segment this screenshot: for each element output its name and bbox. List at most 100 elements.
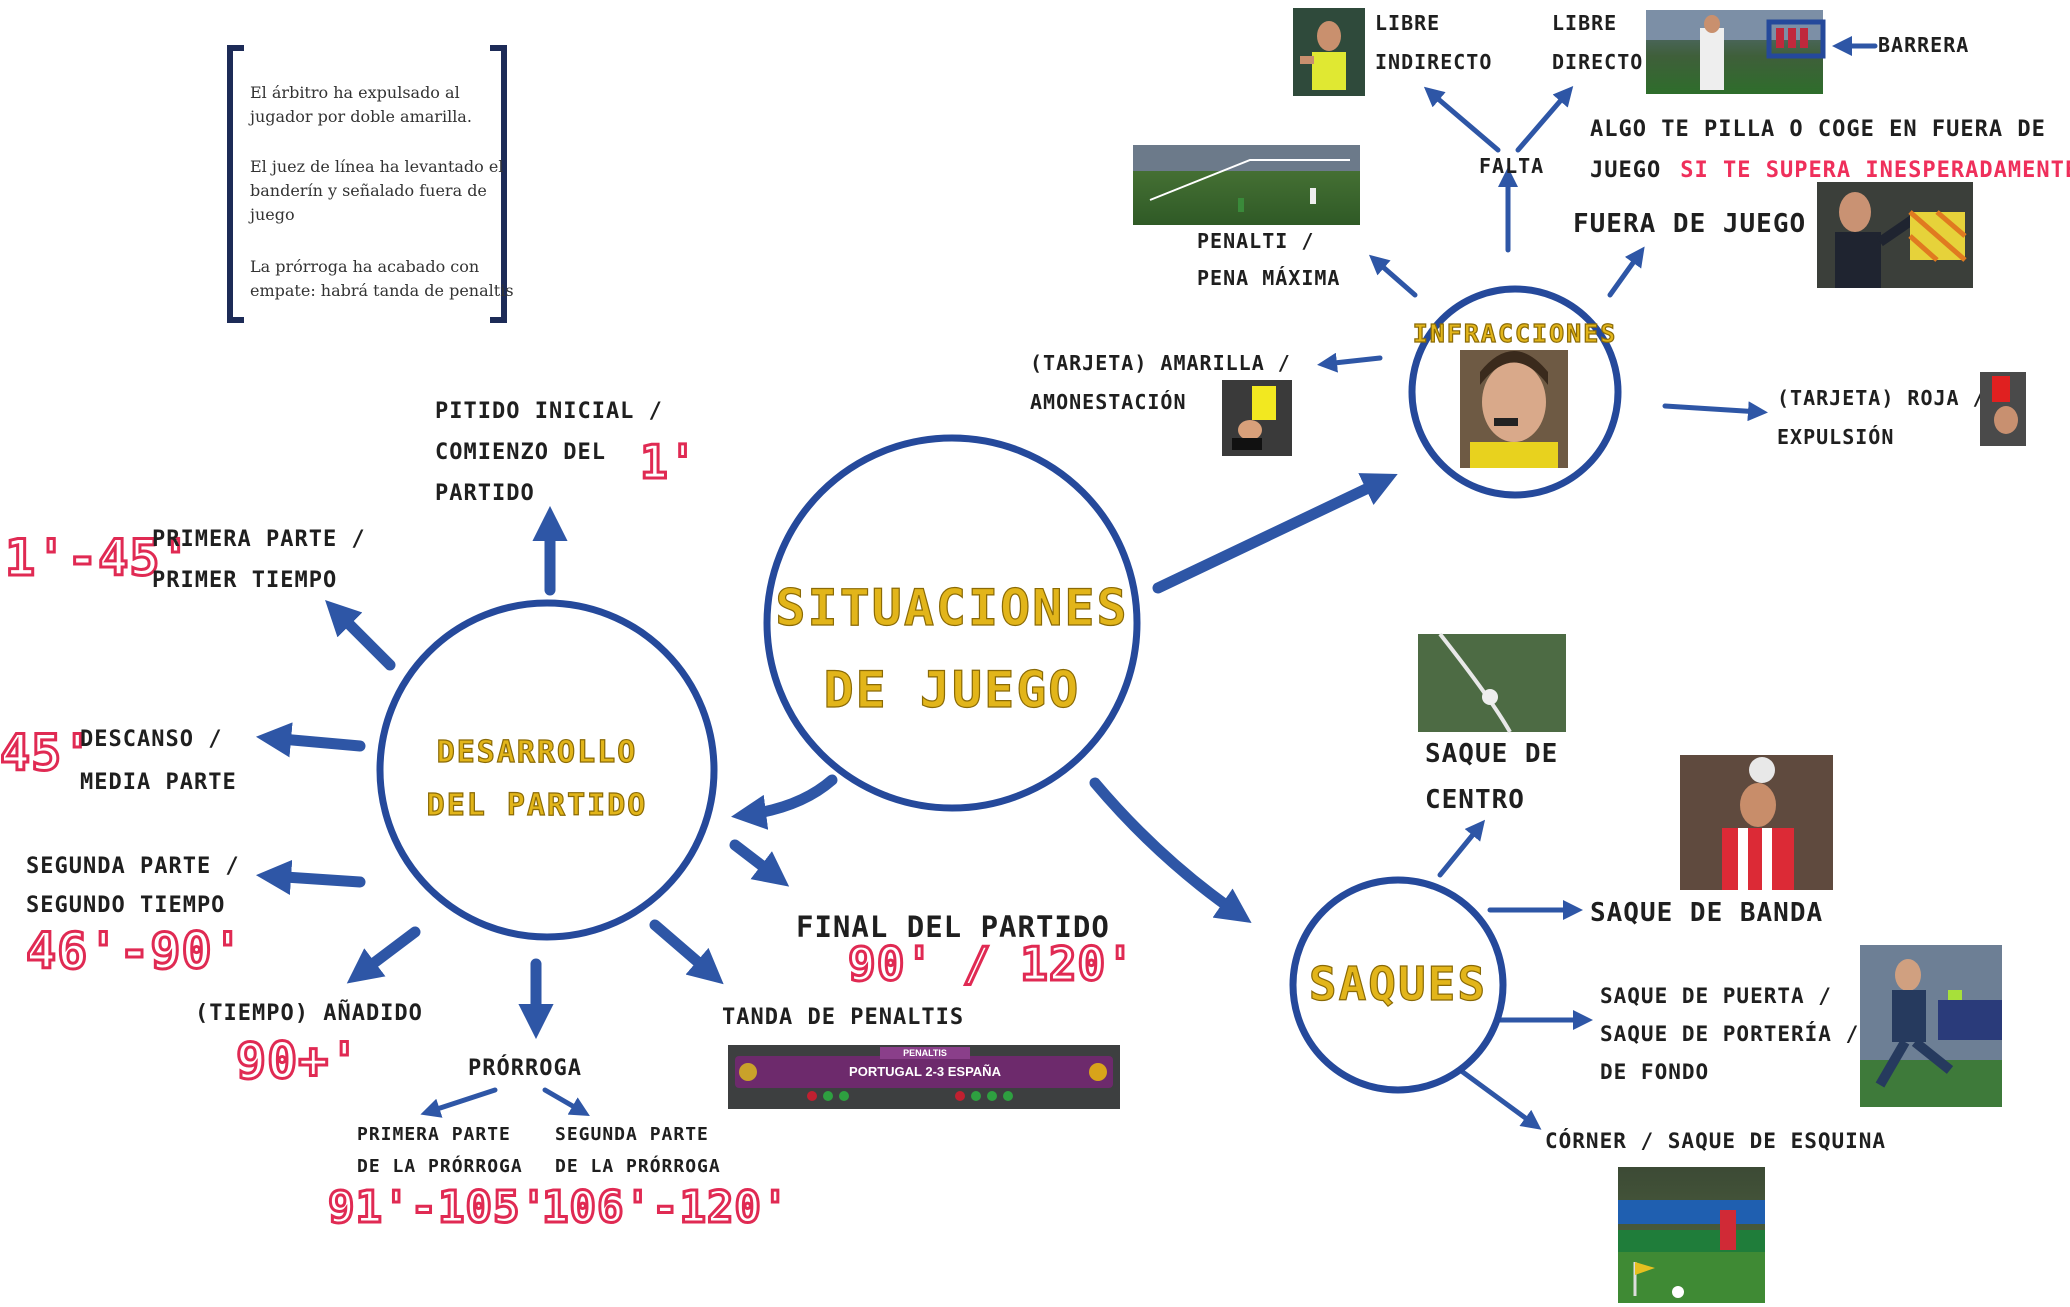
arrow-to-corner: [1457, 1067, 1542, 1130]
saque-puerta-photo: [1860, 945, 2002, 1107]
penalti-photo: [1133, 145, 1360, 225]
notes-box: El árbitro ha expulsado al jugador por d…: [227, 45, 514, 323]
final-label: FINAL DEL PARTIDO: [796, 910, 1110, 944]
descanso-label-1: DESCANSO /: [80, 727, 222, 752]
libre-indirecto-label-1: LIBRE: [1375, 11, 1440, 35]
note-line: jugador por doble amarilla.: [248, 107, 472, 126]
arrow-to-prorroga-2: [542, 1087, 590, 1117]
libre-indirecto-photo: [1293, 8, 1365, 96]
desarrollo-circle[interactable]: [376, 599, 718, 941]
desarrollo-title-1: DESARROLLO: [437, 735, 638, 770]
pitido-label-1: PITIDO INICIAL /: [435, 399, 663, 424]
amarilla-label-1: (TARJETA) AMARILLA /: [1030, 351, 1291, 375]
arrow-to-primera: [325, 600, 396, 671]
fuera-juego-desc-2a: JUEGO: [1590, 158, 1661, 183]
note-line: La prórroga ha acabado con: [250, 257, 479, 276]
corner-label: CÓRNER / SAQUE DE ESQUINA: [1545, 1128, 1886, 1153]
penalti-label-2: PENA MÁXIMA: [1197, 266, 1340, 290]
fuera-juego-desc-2: JUEGO SI TE SUPERA INESPERADAMENTE: [1590, 158, 2070, 183]
note-line: empate: habrá tanda de penaltis: [250, 281, 514, 300]
note-line: El árbitro ha expulsado al: [250, 83, 460, 102]
puerta-label-3: DE FONDO: [1600, 1060, 1709, 1084]
note-line: juego: [248, 205, 295, 224]
arrow-to-desarrollo: [731, 774, 838, 830]
arrow-to-centro: [1437, 819, 1486, 878]
final-time: 90' / 120': [848, 937, 1135, 991]
fuera-juego-photo: [1817, 182, 1973, 288]
arrow-to-roja: [1662, 401, 1768, 422]
tanda-label: TANDA DE PENALTIS: [722, 1005, 964, 1030]
prorroga-2-label-2: DE LA PRÓRROGA: [555, 1155, 721, 1177]
yellow-card-photo: [1222, 380, 1292, 456]
primera-label-2: PRIMER TIEMPO: [152, 568, 337, 593]
arrow-to-saques: [1089, 777, 1252, 923]
primera-label-1: PRIMERA PARTE /: [152, 527, 366, 552]
note-line: El juez de línea ha levantado el: [250, 157, 503, 176]
prorroga-1-time: 91'-105': [328, 1182, 548, 1233]
corner-photo: [1618, 1167, 1765, 1303]
barrera-label: BARRERA: [1878, 33, 1969, 57]
fuera-juego-desc-1: ALGO TE PILLA O COGE EN FUERA DE: [1590, 117, 2046, 142]
arrow-to-penalti: [1368, 254, 1418, 298]
red-card-photo: [1980, 372, 2026, 446]
libre-directo-label-1: LIBRE: [1552, 11, 1617, 35]
infracciones-title: INFRACCIONES: [1413, 319, 1618, 348]
segunda-label-1: SEGUNDA PARTE /: [26, 854, 240, 879]
prorroga-label: PRÓRROGA: [468, 1055, 582, 1081]
saques-title: SAQUES: [1309, 957, 1487, 1011]
centro-label-2: CENTRO: [1425, 785, 1525, 815]
libre-indirecto-label-2: INDIRECTO: [1375, 50, 1492, 74]
note-line: banderín y señalado fuera de: [250, 181, 487, 200]
roja-label-2: EXPULSIÓN: [1777, 425, 1894, 449]
libre-directo-label-2: DIRECTO: [1552, 50, 1643, 74]
descanso-time: 45': [0, 724, 93, 782]
center-circle[interactable]: [763, 434, 1141, 812]
falta-label: FALTA: [1479, 154, 1544, 178]
pitido-label-2: COMIENZO DEL: [435, 440, 606, 465]
scoreboard-header: PENALTIS: [903, 1048, 947, 1058]
desarrollo-title-2: DEL PARTIDO: [427, 788, 648, 823]
primera-time: 1'-45': [5, 529, 192, 587]
arrow-to-fuera-juego: [1607, 246, 1645, 298]
fuera-juego-label: FUERA DE JUEGO: [1573, 209, 1806, 239]
arrow-to-anadido: [346, 926, 421, 984]
fuera-juego-desc-2b: SI TE SUPERA INESPERADAMENTE: [1680, 158, 2070, 183]
roja-label-1: (TARJETA) ROJA /: [1777, 386, 1986, 410]
descanso-label-2: MEDIA PARTE: [80, 770, 237, 795]
puerta-label-1: SAQUE DE PUERTA /: [1600, 984, 1832, 1008]
pitido-label-3: PARTIDO: [435, 481, 535, 506]
arrow-to-segunda: [255, 859, 366, 895]
pitido-time: 1': [640, 435, 697, 489]
banda-label: SAQUE DE BANDA: [1590, 898, 1823, 928]
saque-banda-photo: [1680, 755, 1833, 890]
amarilla-label-2: AMONESTACIÓN: [1030, 390, 1187, 414]
arrow-to-tanda: [649, 919, 724, 985]
prorroga-2-label-1: SEGUNDA PARTE: [555, 1124, 709, 1145]
puerta-label-2: SAQUE DE PORTERÍA /: [1600, 1021, 1859, 1046]
penalty-scoreboard-image: PENALTIS PORTUGAL 2-3 ESPAÑA: [728, 1045, 1120, 1109]
arrow-to-final: [729, 839, 790, 887]
scoreboard-score: PORTUGAL 2-3 ESPAÑA: [849, 1064, 1002, 1079]
center-title-2: DE JUEGO: [824, 661, 1081, 719]
anadido-time: 90+': [236, 1032, 360, 1090]
segunda-label-2: SEGUNDO TIEMPO: [26, 893, 225, 918]
prorroga-1-label-2: DE LA PRÓRROGA: [357, 1155, 523, 1177]
penalti-label-1: PENALTI /: [1197, 229, 1314, 253]
prorroga-1-label-1: PRIMERA PARTE: [357, 1124, 511, 1145]
centro-label-1: SAQUE DE: [1425, 739, 1558, 769]
referee-whistle-photo: [1460, 350, 1568, 468]
arrow-to-infracciones: [1152, 473, 1398, 594]
anadido-label: (TIEMPO) AÑADIDO: [195, 1000, 423, 1026]
saques-circle[interactable]: [1289, 876, 1507, 1094]
libre-directo-photo: [1646, 10, 1826, 94]
prorroga-2-time: 106'-120': [542, 1182, 789, 1233]
arrow-to-libre-indirecto: [1423, 86, 1501, 153]
saque-centro-photo: [1418, 632, 1566, 733]
arrow-to-prorroga-1: [420, 1087, 498, 1118]
arrow-to-amarilla: [1317, 352, 1383, 373]
arrow-to-descanso: [255, 722, 366, 758]
center-title-1: SITUACIONES: [775, 579, 1128, 637]
arrow-to-libre-directo: [1515, 85, 1574, 153]
segunda-time: 46'-90': [26, 922, 244, 980]
